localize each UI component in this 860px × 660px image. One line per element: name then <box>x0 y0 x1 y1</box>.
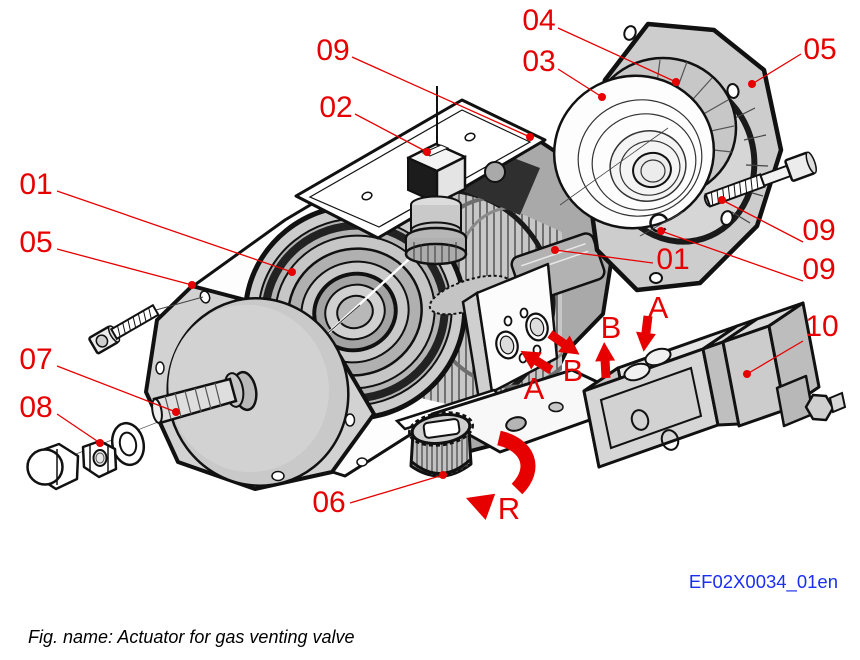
svg-text:02: 02 <box>319 91 352 124</box>
end-cap-left <box>144 284 376 491</box>
left-exploded-group <box>26 284 376 491</box>
svg-text:05: 05 <box>19 226 52 259</box>
actuator-body <box>188 86 642 478</box>
cap-nut <box>26 442 80 491</box>
washer <box>110 421 146 467</box>
callout-09-right-lower: 09 <box>657 227 836 286</box>
hand-knob <box>407 411 475 478</box>
svg-text:04: 04 <box>522 4 555 37</box>
svg-text:01: 01 <box>19 168 52 201</box>
callout-07: 07 <box>19 343 180 416</box>
callout-08: 08 <box>19 391 104 447</box>
callout-01-left: 01 <box>19 168 296 276</box>
callout-05-right: 05 <box>748 33 837 88</box>
drawing-code: EF02X0034_01en <box>689 571 838 593</box>
svg-text:08: 08 <box>19 391 52 424</box>
svg-text:06: 06 <box>312 486 345 519</box>
callout-03: 03 <box>522 45 606 101</box>
rotation-arrow: R <box>466 430 536 526</box>
diaphragm-disc <box>552 74 716 230</box>
flow-direction-arrows: A B B A <box>515 290 669 406</box>
callout-01-right: 01 <box>551 243 690 276</box>
port-letter-b-valve: B <box>601 310 622 345</box>
port-letter-b-plate: B <box>563 353 584 388</box>
position-indicator <box>404 86 468 266</box>
socket-head-bolt-left <box>88 296 204 355</box>
svg-text:09: 09 <box>802 253 835 286</box>
callout-09-right-upper: 09 <box>718 196 836 247</box>
figure-caption: Fig. name: Actuator for gas venting valv… <box>28 627 355 647</box>
callout-02: 02 <box>319 91 431 156</box>
callout-06: 06 <box>312 471 447 519</box>
callouts: 09 02 01 05 07 08 06 04 03 05 09 09 01 1… <box>19 4 838 519</box>
svg-text:09: 09 <box>802 214 835 247</box>
rotation-letter-r: R <box>498 491 520 526</box>
svg-text:07: 07 <box>19 343 52 376</box>
right-exploded-group <box>552 21 817 293</box>
retaining-ring <box>639 211 684 237</box>
callout-09-top: 09 <box>316 34 534 141</box>
hex-nut <box>81 439 118 479</box>
svg-text:09: 09 <box>316 34 349 67</box>
svg-text:03: 03 <box>522 45 555 78</box>
svg-text:05: 05 <box>803 33 836 66</box>
port-letter-a-plate: A <box>524 371 545 406</box>
svg-text:01: 01 <box>656 243 689 276</box>
din-connector <box>775 374 847 428</box>
callout-04: 04 <box>522 4 680 86</box>
callout-10: 10 <box>743 310 839 378</box>
threaded-stud <box>151 370 258 425</box>
svg-text:10: 10 <box>805 310 838 343</box>
callout-05-left: 05 <box>19 226 196 289</box>
port-letter-a-valve: A <box>648 290 669 325</box>
